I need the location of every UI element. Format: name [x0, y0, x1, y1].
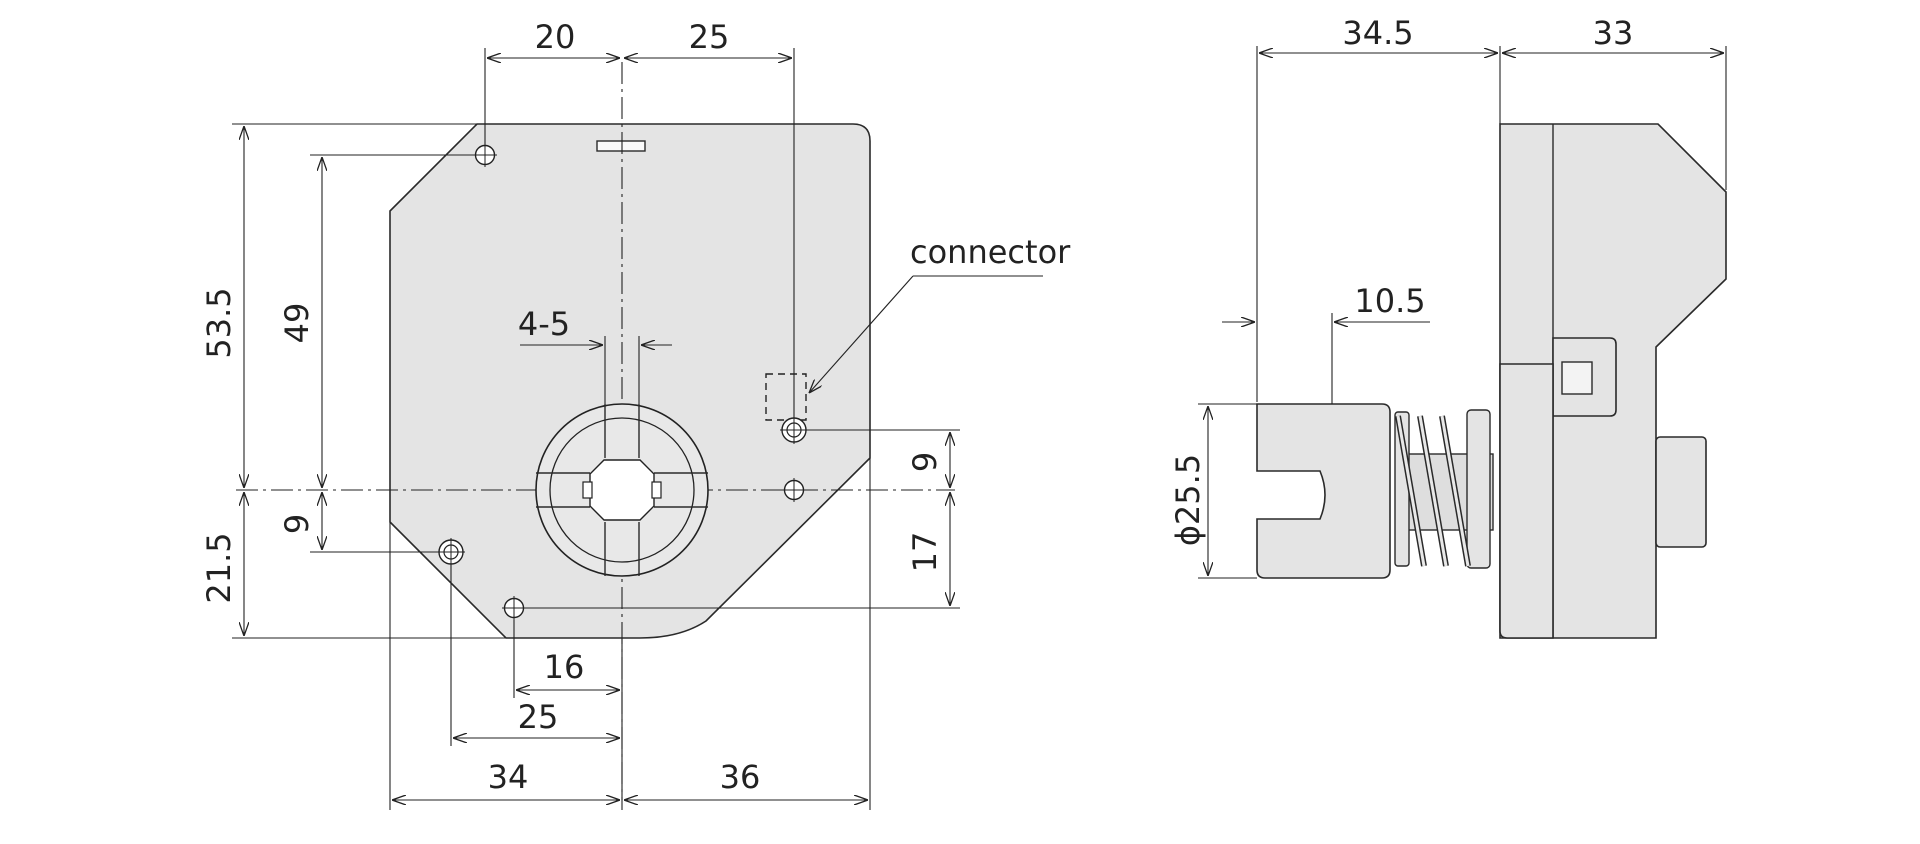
side-dimension-lines [1208, 53, 1724, 576]
clamp-cylinder [1256, 403, 1391, 579]
dim-16: 16 [544, 648, 585, 686]
dim-49: 49 [278, 303, 316, 344]
dim-34-5: 34.5 [1342, 14, 1413, 52]
front-body-outline [389, 123, 871, 639]
dim-diameter-25-5: ϕ25.5 [1169, 454, 1207, 546]
dim-4-5: 4-5 [518, 305, 570, 343]
dim-34: 34 [488, 758, 529, 796]
dim-9-right: 9 [906, 452, 944, 472]
side-knob [1655, 436, 1707, 548]
hole-bottom [502, 596, 526, 620]
front-view: 20 25 53.5 49 9 21.5 9 17 4-5 16 25 34 3… [200, 18, 1071, 810]
dim-20: 20 [535, 18, 576, 56]
dim-17: 17 [906, 532, 944, 573]
dim-53-5: 53.5 [200, 287, 238, 358]
dim-10-5: 10.5 [1354, 282, 1425, 320]
side-extension-lines [1198, 46, 1727, 579]
dim-25-top: 25 [689, 18, 730, 56]
spring-coils [1395, 415, 1471, 567]
dim-21-5: 21.5 [200, 532, 238, 603]
rotor [535, 403, 709, 577]
hole-top-left [473, 143, 497, 167]
dim-36: 36 [720, 758, 761, 796]
hole-bottom-left [437, 538, 465, 566]
dim-25-bottom: 25 [518, 698, 559, 736]
dim-9-left: 9 [278, 514, 316, 534]
top-slot-mark [596, 140, 646, 152]
side-view: 34.5 33 10.5 ϕ25.5 [1169, 14, 1727, 639]
hole-right-small [782, 478, 806, 502]
connector-dashed-box [765, 373, 807, 421]
front-dimension-lines [244, 58, 1043, 800]
dim-33: 33 [1593, 14, 1634, 52]
front-extension-lines [232, 48, 960, 810]
side-mount-block [1499, 363, 1554, 639]
connector-label: connector [910, 233, 1071, 271]
